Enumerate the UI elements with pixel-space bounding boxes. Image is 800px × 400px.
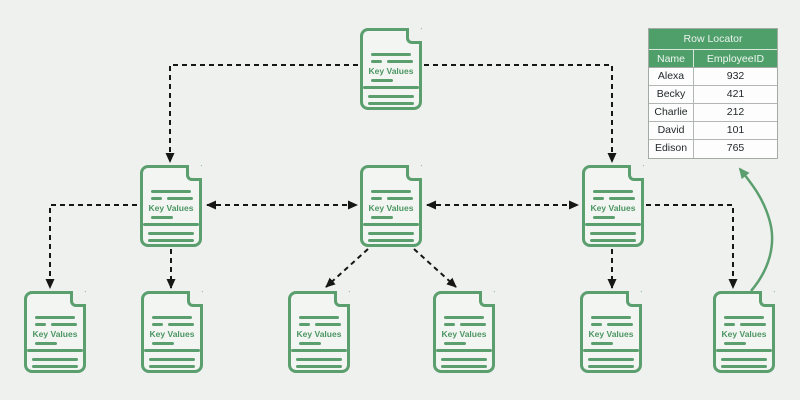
- cell-employee-id: 101: [726, 124, 745, 136]
- cell-name: David: [649, 122, 694, 139]
- edge-internal-right-to-leaf-6: [646, 204, 738, 289]
- edge-root-to-internal-left: [165, 64, 358, 163]
- row-locator-table: Row Locator Name EmployeeID Alexa 932 Be…: [648, 28, 778, 159]
- cell-name: Becky: [649, 86, 694, 103]
- cell-employee-id: 932: [726, 70, 745, 82]
- edge-internal-center-to-leaf-3: [325, 248, 369, 288]
- cell-employee-id: 421: [726, 88, 745, 100]
- table-row: David 101: [649, 122, 777, 140]
- page-fold-icon: [479, 291, 495, 307]
- node-label: Key Values: [148, 203, 194, 213]
- document-node-leaf-4: Key Values: [433, 291, 495, 373]
- page-fold-icon: [334, 291, 350, 307]
- page-fold-icon: [406, 165, 422, 181]
- cell-name: Edison: [649, 140, 694, 158]
- cell-name: Alexa: [649, 68, 694, 85]
- edge-internal-center-to-leaf-4: [413, 248, 457, 288]
- node-label: Key Values: [721, 329, 767, 339]
- page-fold-icon: [406, 28, 422, 44]
- page-fold-icon: [187, 291, 203, 307]
- document-node-internal-left: Key Values: [140, 165, 202, 247]
- edge-root-to-internal-right: [424, 64, 617, 163]
- document-node-root: Key Values: [360, 28, 422, 110]
- page-fold-icon: [759, 291, 775, 307]
- page-fold-icon: [70, 291, 86, 307]
- document-node-leaf-5: Key Values: [580, 291, 642, 373]
- document-node-internal-center: Key Values: [360, 165, 422, 247]
- node-label: Key Values: [149, 329, 195, 339]
- column-header-employeeid: EmployeeID: [706, 53, 765, 65]
- node-label: Key Values: [368, 66, 414, 76]
- page-fold-icon: [628, 165, 644, 181]
- node-label: Key Values: [32, 329, 78, 339]
- page-fold-icon: [186, 165, 202, 181]
- table-row: Becky 421: [649, 86, 777, 104]
- table-header-row: Name EmployeeID: [649, 50, 777, 68]
- table-row: Charlie 212: [649, 104, 777, 122]
- node-label: Key Values: [296, 329, 342, 339]
- column-header-name: Name: [649, 50, 694, 67]
- document-node-internal-right: Key Values: [582, 165, 644, 247]
- document-node-leaf-1: Key Values: [24, 291, 86, 373]
- table-row: Edison 765: [649, 140, 777, 158]
- cell-employee-id: 765: [726, 142, 745, 154]
- edge-leaf-6-to-row-locator: [738, 167, 774, 292]
- document-node-leaf-6: Key Values: [713, 291, 775, 373]
- edge-internal-left-to-leaf-1: [45, 204, 137, 289]
- node-label: Key Values: [368, 203, 414, 213]
- document-node-leaf-2: Key Values: [141, 291, 203, 373]
- cell-name: Charlie: [649, 104, 694, 121]
- page-fold-icon: [626, 291, 642, 307]
- node-label: Key Values: [590, 203, 636, 213]
- table-title: Row Locator: [649, 29, 777, 50]
- node-label: Key Values: [441, 329, 487, 339]
- node-label: Key Values: [588, 329, 634, 339]
- table-row: Alexa 932: [649, 68, 777, 86]
- cell-employee-id: 212: [726, 106, 745, 118]
- document-node-leaf-3: Key Values: [288, 291, 350, 373]
